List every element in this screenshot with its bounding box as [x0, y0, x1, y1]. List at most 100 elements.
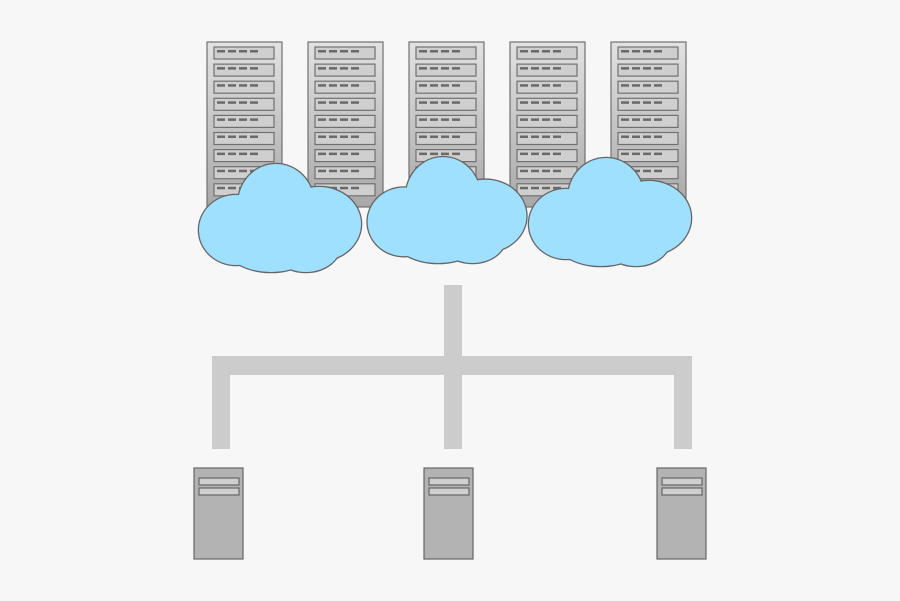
slot-indicator	[329, 152, 337, 156]
drive-bay	[198, 477, 240, 486]
slot-indicator	[217, 169, 225, 173]
slot-indicator	[329, 101, 337, 104]
slot-indicator	[520, 67, 528, 70]
slot-indicator	[419, 101, 427, 104]
rack-slot	[617, 97, 679, 111]
slot-indicator	[531, 67, 539, 70]
drop-line	[444, 360, 462, 449]
clouds	[197, 155, 693, 274]
slot-indicator	[419, 152, 427, 156]
rack-slot	[314, 166, 376, 180]
slot-indicator	[654, 135, 662, 138]
slot-indicator	[351, 84, 359, 87]
slot-indicator	[239, 67, 247, 70]
slot-indicator	[318, 118, 326, 121]
slot-indicator	[531, 84, 539, 87]
slot-indicator	[351, 186, 359, 190]
slot-indicator	[531, 135, 539, 138]
rack-slot	[213, 131, 275, 146]
slot-indicator	[441, 50, 449, 53]
slot-indicator	[520, 101, 528, 104]
slot-indicator	[542, 118, 550, 121]
slot-indicator	[217, 67, 225, 70]
client-computers	[193, 467, 707, 560]
slot-indicator	[531, 152, 539, 156]
slot-indicator	[632, 169, 640, 173]
slot-indicator	[452, 152, 460, 156]
slot-indicator	[531, 169, 539, 173]
slot-indicator	[329, 135, 337, 138]
slot-indicator	[351, 50, 359, 53]
rack-slot	[415, 97, 477, 111]
slot-indicator	[643, 152, 651, 156]
slot-indicator	[520, 84, 528, 87]
slot-indicator	[632, 101, 640, 104]
rack-slot	[617, 131, 679, 146]
slot-indicator	[553, 67, 561, 70]
slot-indicator	[329, 67, 337, 70]
drive-bay	[661, 487, 703, 496]
network-connectors	[212, 285, 692, 449]
slot-indicator	[632, 50, 640, 53]
slot-indicator	[228, 101, 236, 104]
slot-indicator	[621, 135, 629, 138]
cloud-fill	[601, 210, 671, 266]
slot-indicator	[654, 169, 662, 173]
slot-indicator	[542, 186, 550, 190]
slot-indicator	[643, 101, 651, 104]
slot-indicator	[419, 135, 427, 138]
slot-indicator	[441, 118, 449, 121]
slot-indicator	[430, 135, 438, 138]
slot-indicator	[250, 152, 258, 156]
slot-indicator	[542, 101, 550, 104]
desktop-computer	[193, 467, 244, 560]
rack-slot	[516, 131, 578, 146]
slot-indicator	[542, 135, 550, 138]
slot-indicator	[351, 152, 359, 156]
slot-indicator	[542, 169, 550, 173]
slot-indicator	[318, 135, 326, 138]
slot-indicator	[542, 84, 550, 87]
slot-indicator	[632, 84, 640, 87]
slot-indicator	[340, 50, 348, 53]
slot-indicator	[340, 101, 348, 104]
slot-indicator	[340, 186, 348, 190]
slot-indicator	[643, 169, 651, 173]
rack-slot	[314, 114, 376, 129]
trunk-line	[444, 285, 462, 365]
slot-indicator	[542, 50, 550, 53]
slot-indicator	[643, 135, 651, 138]
rack-slot	[617, 114, 679, 129]
slot-indicator	[654, 152, 662, 156]
slot-indicator	[654, 118, 662, 121]
slot-indicator	[430, 50, 438, 53]
drive-bay	[428, 477, 470, 486]
slot-indicator	[553, 118, 561, 121]
slot-indicator	[621, 67, 629, 70]
cloud-fill	[271, 216, 341, 272]
slot-indicator	[228, 135, 236, 138]
slot-indicator	[340, 118, 348, 121]
slot-indicator	[228, 118, 236, 121]
slot-indicator	[430, 152, 438, 156]
cloud	[197, 162, 363, 274]
slot-indicator	[318, 84, 326, 87]
slot-indicator	[654, 50, 662, 53]
rack-slot	[314, 46, 376, 60]
slot-indicator	[520, 50, 528, 53]
slot-indicator	[553, 169, 561, 173]
slot-indicator	[250, 101, 258, 104]
rack-slot	[415, 114, 477, 129]
slot-indicator	[217, 152, 225, 156]
rack-slot	[314, 80, 376, 94]
slot-indicator	[430, 67, 438, 70]
slot-indicator	[340, 67, 348, 70]
slot-indicator	[632, 118, 640, 121]
slot-indicator	[419, 67, 427, 70]
slot-indicator	[228, 169, 236, 173]
slot-indicator	[520, 169, 528, 173]
slot-indicator	[340, 84, 348, 87]
slot-indicator	[217, 118, 225, 121]
cloud	[366, 155, 528, 265]
slot-indicator	[250, 135, 258, 138]
